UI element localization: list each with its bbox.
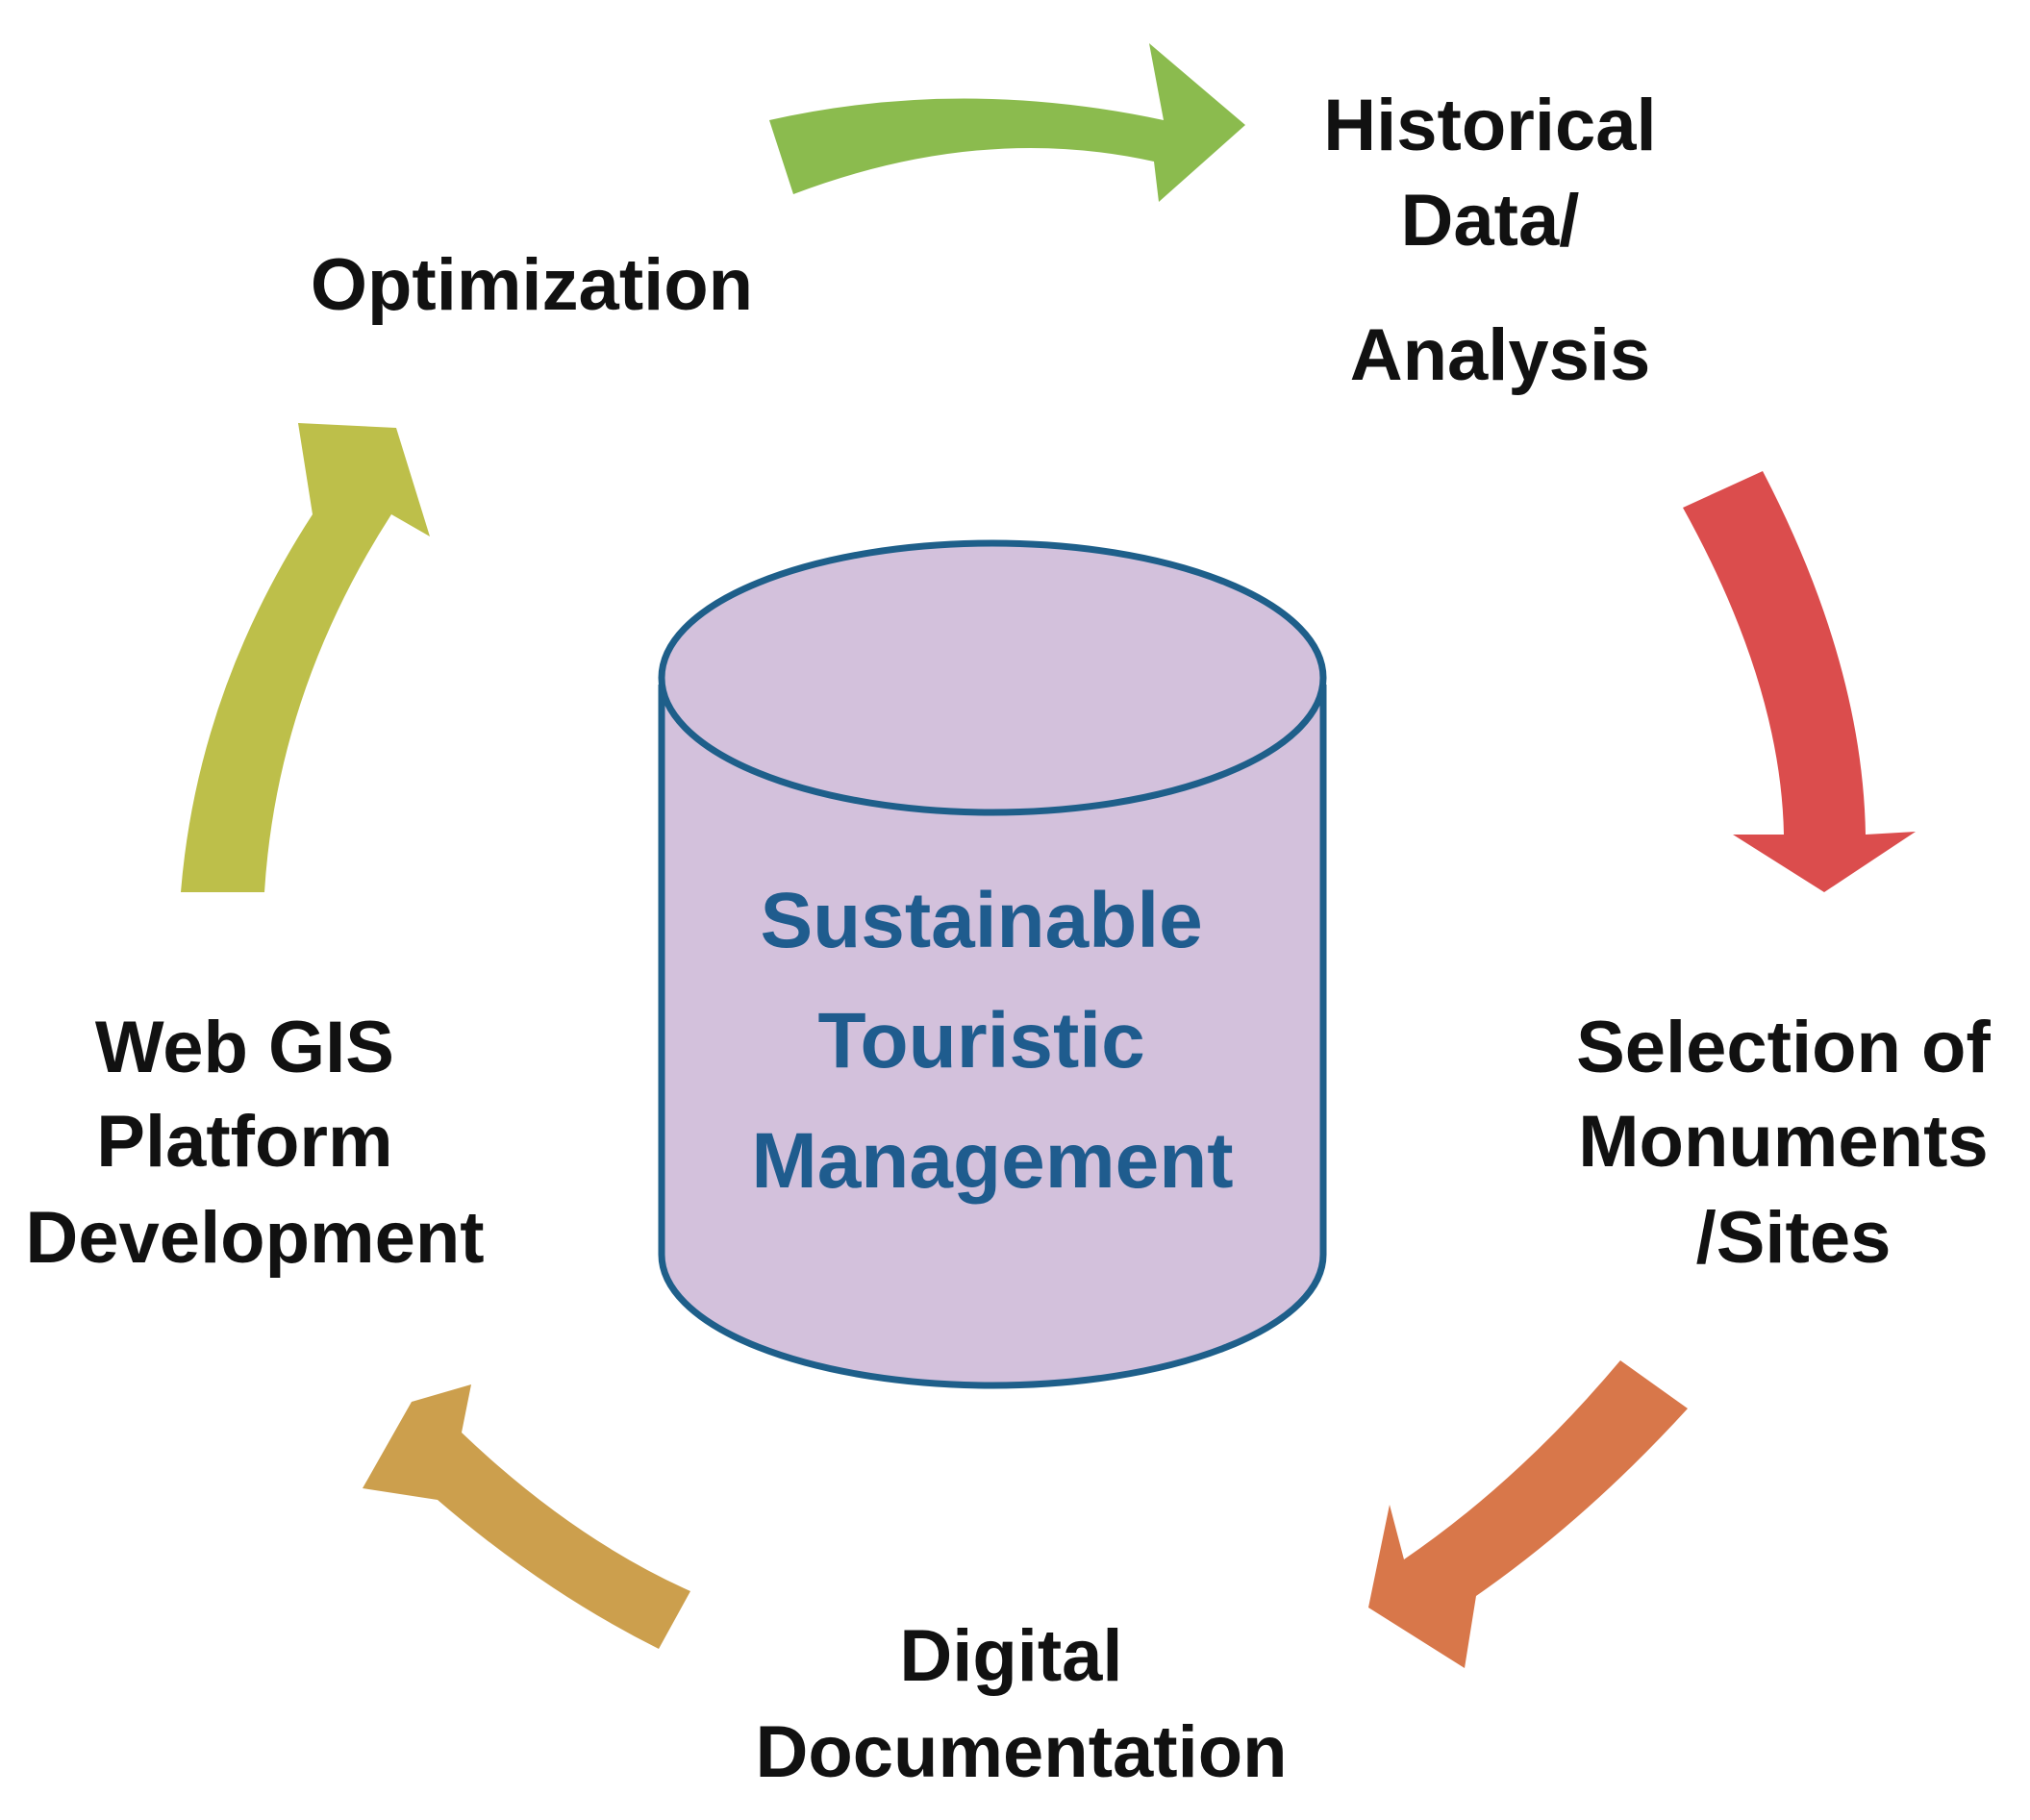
step-historical-label: Historical Data/ Analysis xyxy=(1323,85,1676,396)
arrow-digital-to-webgis xyxy=(363,1384,690,1649)
cylinder-top xyxy=(662,543,1323,812)
step-selection-label: Selection of Monuments /Sites xyxy=(1576,1007,2011,1279)
step-webgis-line-2: Platform xyxy=(96,1101,392,1183)
center-title-line-1: Sustainable xyxy=(760,877,1202,964)
database-cylinder xyxy=(658,539,1327,1389)
step-digital-line-1: Digital xyxy=(899,1615,1122,1697)
step-selection-line-3: /Sites xyxy=(1696,1197,1892,1279)
center-title-line-3: Management xyxy=(751,1117,1233,1205)
cylinder-body xyxy=(662,685,1323,1385)
step-optimization-line-1: Optimization xyxy=(311,244,753,326)
step-historical-line-2: Data/ xyxy=(1401,180,1580,262)
step-selection-line-1: Selection of xyxy=(1576,1007,1991,1088)
cylinder-body-outline xyxy=(658,685,1327,1389)
step-webgis-label: Web GIS Platform Development xyxy=(25,1007,484,1279)
step-historical-line-1: Historical xyxy=(1323,85,1656,166)
step-webgis-line-3: Development xyxy=(25,1197,484,1279)
arrow-optimization-to-historical xyxy=(769,43,1245,202)
center-title: Sustainable Touristic Management xyxy=(751,877,1233,1205)
step-webgis-line-1: Web GIS xyxy=(95,1007,394,1088)
step-digital-line-2: Documentation xyxy=(755,1711,1287,1793)
cylinder-top-outline xyxy=(658,539,1327,816)
step-historical-line-3: Analysis xyxy=(1350,314,1651,396)
step-optimization-label: Optimization xyxy=(311,244,753,326)
arrow-webgis-to-optimization xyxy=(181,423,430,892)
arrow-selection-to-digital xyxy=(1368,1360,1688,1668)
step-digital-label: Digital Documentation xyxy=(755,1615,1287,1793)
step-selection-line-2: Monuments xyxy=(1578,1101,1988,1183)
arrow-historical-to-selection xyxy=(1683,471,1916,892)
center-title-line-2: Touristic xyxy=(818,997,1145,1085)
